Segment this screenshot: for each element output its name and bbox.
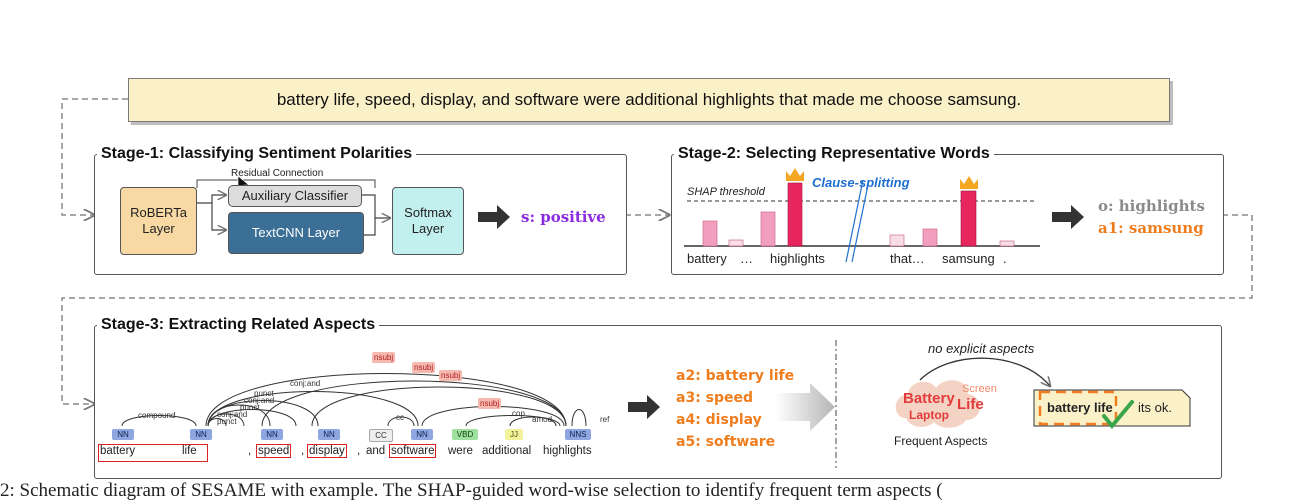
textcnn-layer-label: TextCNN Layer [251,225,341,240]
dep-label: nsubj [478,398,502,409]
stage2-title: Stage-2: Selecting Representative Words [674,145,994,163]
frequent-aspects-cloud [895,380,980,428]
dep-sentence [98,444,208,462]
softmax-layer-label: Softmax Layer [404,205,452,236]
auxiliary-classifier-label: Auxiliary Classifier [241,188,349,203]
pos-tag: NN [411,429,433,440]
shap-bar [922,228,938,247]
pos-tag: NN [190,429,212,440]
shap-word-highlights: highlights [770,251,825,266]
softmax-layer: Softmax Layer [392,187,464,255]
dep-word: , [357,445,361,457]
shap-bar [889,234,905,247]
input-sentence-box: battery life, speed, display, and softwa… [128,78,1170,122]
shap-bar [728,239,744,247]
roberta-layer-label: RoBERTa Layer [130,205,187,236]
shap-word-battery: battery [687,251,727,266]
residual-connection-label: Residual Connection [231,168,324,179]
shap-bar [999,240,1015,247]
dep-label: nsubj [372,352,396,363]
dep-word: , [301,445,305,457]
shap-bar [960,190,977,247]
frequent-aspects-label: Frequent Aspects [894,434,988,448]
stage2-output-arrow [1052,205,1084,229]
review-rest-text: its ok. [1138,400,1172,415]
input-sentence: battery life, speed, display, and softwa… [276,90,1022,109]
textcnn-layer: TextCNN Layer [228,212,364,254]
crown-icon [786,168,804,181]
cloud-word-battery: Battery [903,390,955,407]
flow-stage2-to-stage3 [61,214,1253,404]
aspect-a3: a3: speed [676,390,754,406]
stage2-output-o: o: highlights [1098,197,1205,215]
pos-tag: VBD [452,429,478,440]
dep-word: , [248,445,252,457]
review-highlight-box [1038,390,1118,426]
dep-label: nsubj [439,370,463,381]
dep-word: speed [256,444,292,458]
dep-word: display [307,444,347,458]
pos-tag: JJ [505,429,523,440]
figure-caption: 2: Schematic diagram of SESAME with exam… [0,480,943,501]
pos-tag: CC [369,429,393,442]
shap-bar [760,211,776,247]
dep-label: cop [512,409,525,418]
dep-label: cc [396,413,404,422]
pos-tag: NN [112,429,134,440]
shap-threshold-label: SHAP threshold [687,186,765,198]
shap-word-period: . [1003,251,1007,266]
shap-bar [702,220,718,247]
cloud-word-life: Life [957,396,984,413]
stage2-output-a1: a1: samsung [1098,219,1204,237]
stage1-output: s: positive [521,208,606,226]
auxiliary-classifier: Auxiliary Classifier [228,185,362,207]
dep-label: compound [138,411,176,420]
pos-tag: NN [318,429,340,440]
review-note [1033,389,1191,427]
roberta-layer: RoBERTa Layer [120,187,197,255]
aspect-a4: a4: display [676,412,762,428]
dep-word: highlights [543,445,592,457]
dep-word: and [366,445,386,457]
aspect-a5: a5: software [676,434,776,450]
shap-word-that: that… [890,251,925,266]
stage1-title: Stage-1: Classifying Sentiment Polaritie… [97,145,417,163]
dep-label: conj:and [244,396,275,405]
dep-label: ref [600,415,610,424]
dep-word: life [182,445,197,457]
dep-label: nsubj [412,362,436,373]
dep-label: punct [254,389,274,398]
cloud-word-laptop: Laptop [909,408,949,422]
stage3-output-arrow [628,395,660,419]
dep-word: battery [100,445,136,457]
clause-splitting-label: Clause-splitting [812,175,910,190]
shap-word-ellipsis: … [740,251,753,266]
pos-tag: NNS [565,429,591,440]
dep-label: punct [217,417,237,426]
no-explicit-aspects-label: no explicit aspects [928,341,1035,356]
pos-tag: NN [261,429,283,440]
crown-icon [960,176,978,189]
dep-label: conj:and [290,379,321,388]
dep-word: additional [482,445,532,457]
stage1-output-arrow [478,205,510,229]
dep-label: amod [532,415,553,424]
cloud-word-screen: Screen [962,383,997,395]
review-bold-text: battery life [1047,400,1113,415]
check-icon [1102,400,1134,430]
dep-label: conj:and [217,410,248,419]
shap-word-samsung: samsung [942,251,995,266]
grey-gradient-arrow [776,383,835,431]
flow-input-to-stage1 [61,98,128,215]
dep-word: were [448,445,473,457]
shap-bar [787,182,803,247]
dep-label: punct [240,403,260,412]
stage3-title: Stage-3: Extracting Related Aspects [97,316,380,334]
dep-word: software [389,444,437,458]
aspect-a2: a2: battery life [676,368,795,384]
